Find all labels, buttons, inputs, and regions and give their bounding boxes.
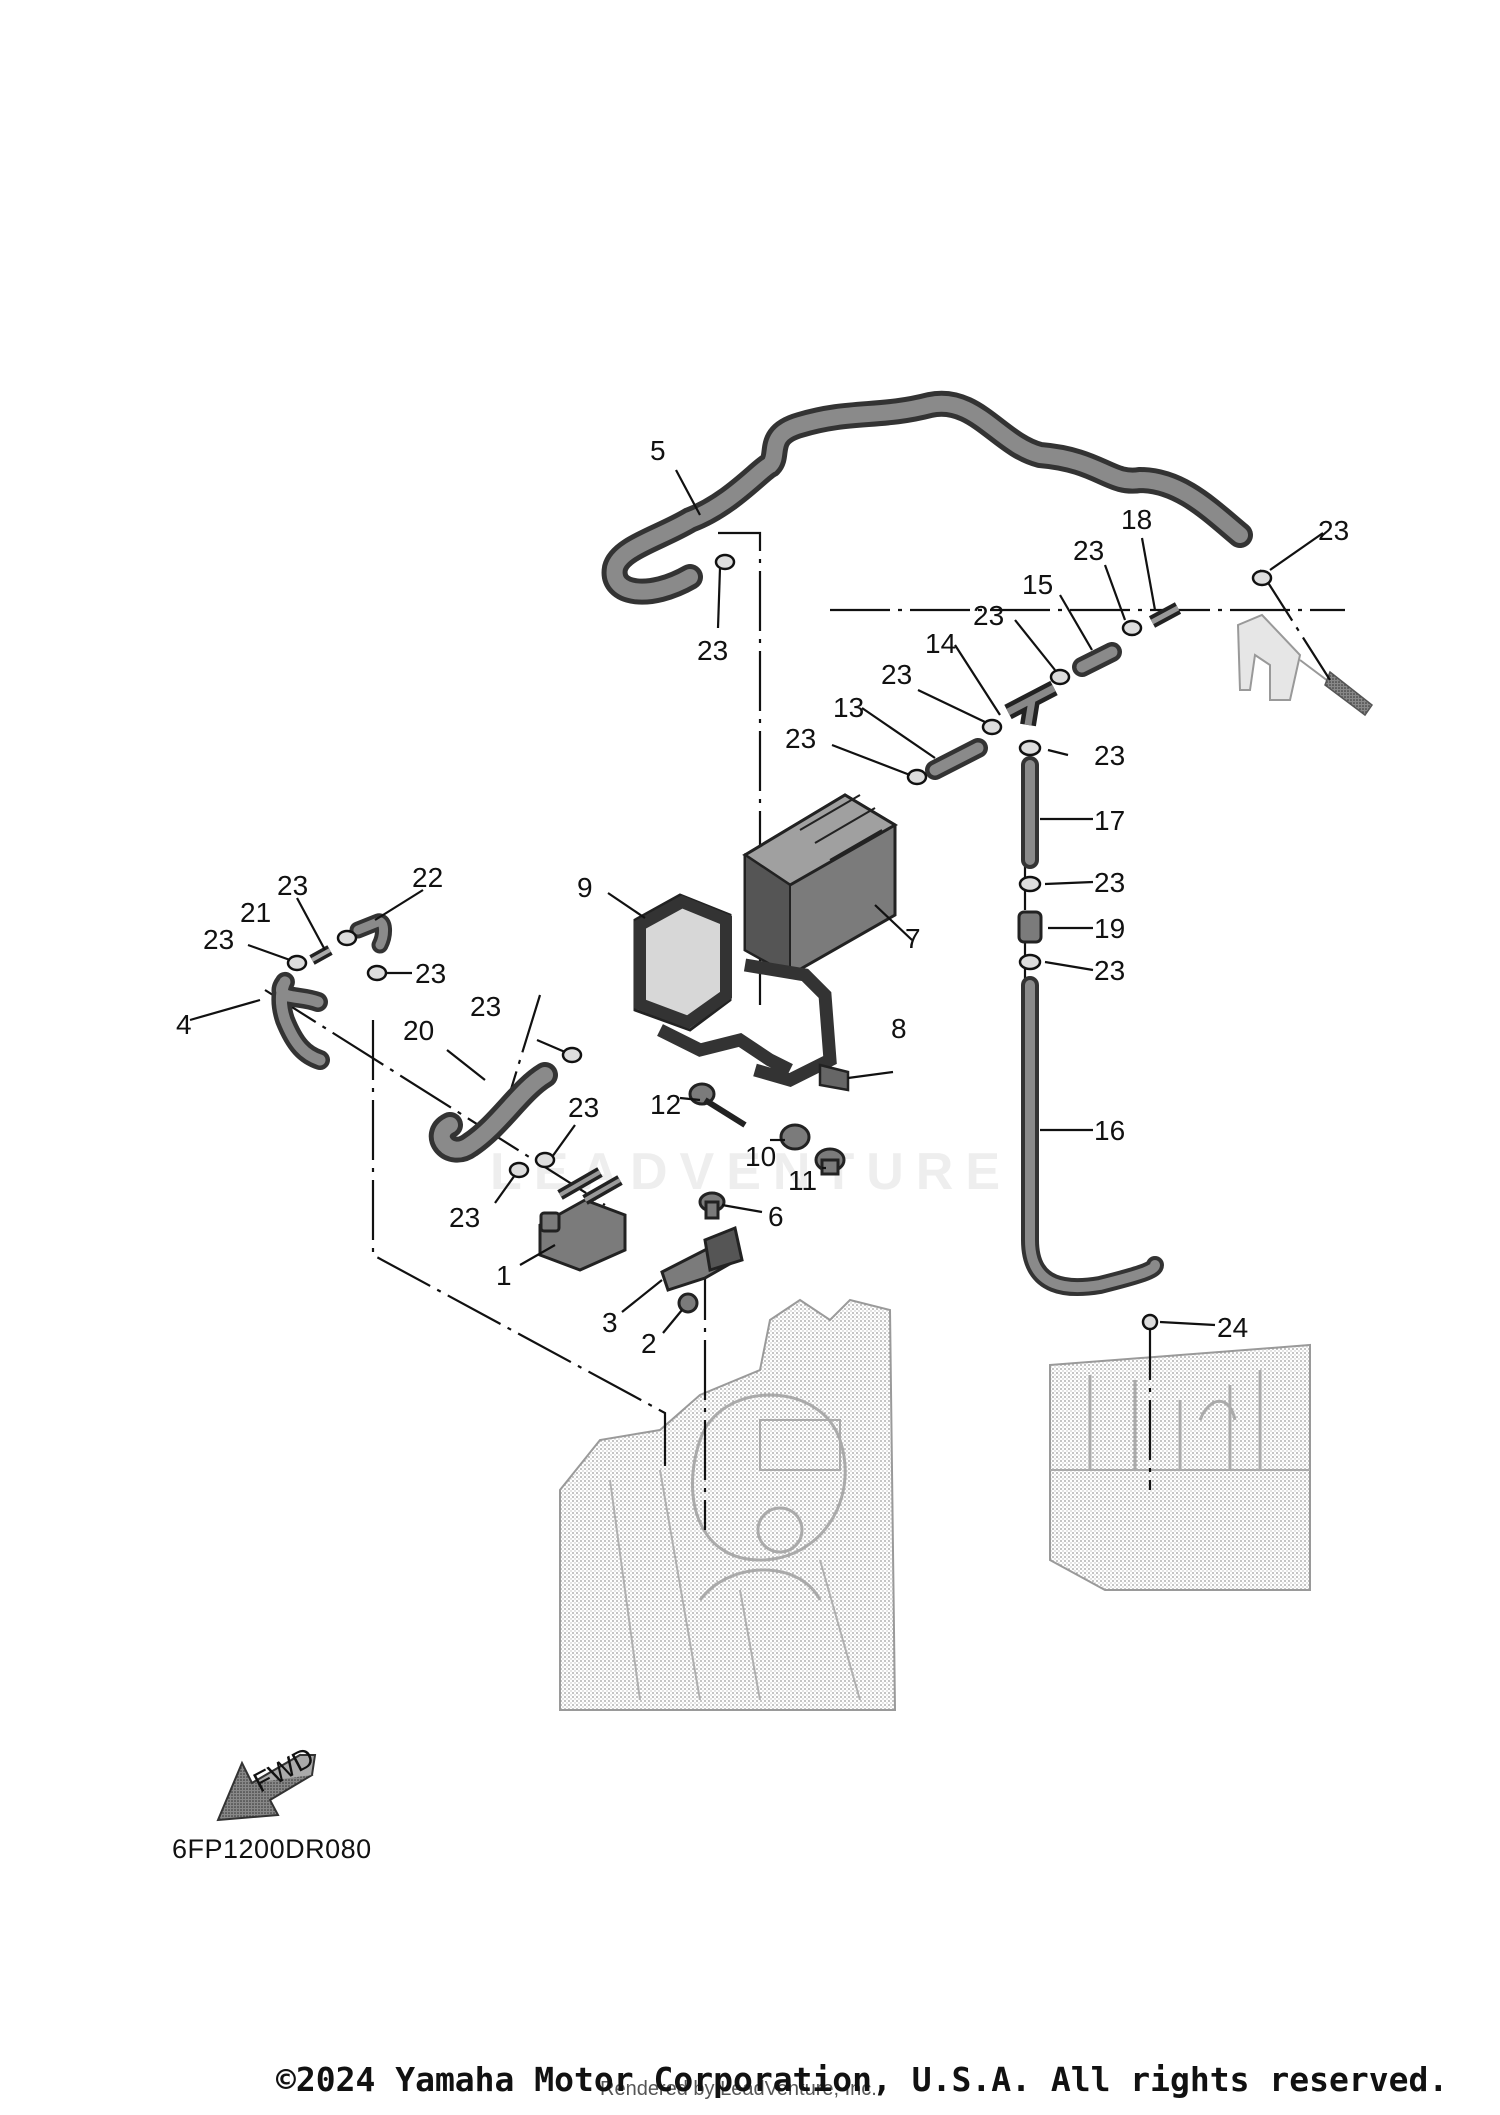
callout-3: 3 (602, 1307, 618, 1338)
callout-23-h: 23 (1094, 867, 1125, 898)
callout-23-d: 23 (973, 600, 1004, 631)
callout-9: 9 (577, 872, 593, 903)
callout-18: 18 (1121, 504, 1152, 535)
hose-part-22 (349, 913, 392, 954)
fitting-part-19 (1017, 910, 1043, 944)
callout-1: 1 (496, 1260, 512, 1291)
callout-17: 17 (1094, 805, 1125, 836)
partial-component-top-right (1236, 613, 1374, 717)
callout-23-c: 23 (1073, 535, 1104, 566)
callout-numbers: 1 2 3 4 5 6 7 8 9 10 11 12 13 14 15 16 1… (176, 435, 1349, 1359)
copyright-notice: ©2024 Yamaha Motor Corporation, U.S.A. A… (276, 2060, 1449, 2099)
bolt-part-12 (688, 1082, 747, 1128)
callout-23-o: 23 (449, 1202, 480, 1233)
callout-11: 11 (788, 1165, 817, 1196)
collar-part-11 (814, 1147, 846, 1176)
callout-23-b: 23 (1318, 515, 1349, 546)
fitting-part-21 (309, 945, 333, 965)
callout-23-l: 23 (203, 924, 234, 955)
bracket-part-3 (660, 1225, 744, 1292)
diagram-code: 6FP1200DR080 (172, 1834, 372, 1864)
bolt-part-6 (698, 1191, 726, 1220)
hose-part-16 (1021, 976, 1164, 1297)
engine-block (559, 1298, 897, 1711)
hose-part-20 (428, 1062, 558, 1163)
canister-bracket-part-9 (633, 893, 732, 1032)
callout-8: 8 (891, 1013, 907, 1044)
bracket-part-8 (657, 958, 850, 1092)
callout-23-j: 23 (470, 991, 501, 1022)
hose-part-15 (1072, 642, 1122, 677)
callout-23-m: 23 (415, 958, 446, 989)
charcoal-canister-part-7 (742, 793, 898, 977)
fwd-direction-arrow (216, 1753, 317, 1822)
callout-21: 21 (240, 897, 271, 928)
mounting-block-right (1049, 1343, 1311, 1591)
callout-13: 13 (833, 692, 864, 723)
callout-23-e: 23 (881, 659, 912, 690)
hose-part-4 (271, 971, 330, 1070)
hose-part-13 (925, 738, 988, 780)
callout-23-f: 23 (785, 723, 816, 754)
grommet-part-10 (779, 1123, 811, 1151)
fitting-part-24 (1141, 1313, 1159, 1331)
callout-23-i: 23 (1094, 955, 1125, 986)
hose-clamps-part-23 (286, 553, 1273, 1179)
callout-2: 2 (641, 1328, 657, 1359)
callout-23-k: 23 (277, 870, 308, 901)
callout-10: 10 (745, 1141, 776, 1172)
callout-14: 14 (925, 628, 956, 659)
rendered-by-text: Rendered by LeadVenture, Inc. (600, 2078, 877, 2100)
callout-24: 24 (1217, 1312, 1248, 1343)
fitting-part-18 (1148, 602, 1182, 628)
callout-20: 20 (403, 1015, 434, 1046)
callout-23-n: 23 (568, 1092, 599, 1123)
callout-5: 5 (650, 435, 666, 466)
callout-4: 4 (176, 1009, 192, 1040)
callout-23-g: 23 (1094, 740, 1125, 771)
tee-fitting-part-14 (1004, 680, 1058, 727)
nut-part-2 (677, 1292, 699, 1314)
hose-part-5 (601, 390, 1253, 605)
callout-19: 19 (1094, 913, 1125, 944)
callout-15: 15 (1022, 569, 1053, 600)
callout-23-a: 23 (697, 635, 728, 666)
callout-leader-lines (189, 469, 1324, 1334)
valve-assembly-part-1 (538, 1167, 627, 1272)
callout-16: 16 (1094, 1115, 1125, 1146)
callout-6: 6 (768, 1201, 784, 1232)
callout-7: 7 (905, 923, 921, 954)
callout-12: 12 (650, 1089, 681, 1120)
callout-22: 22 (412, 862, 443, 893)
